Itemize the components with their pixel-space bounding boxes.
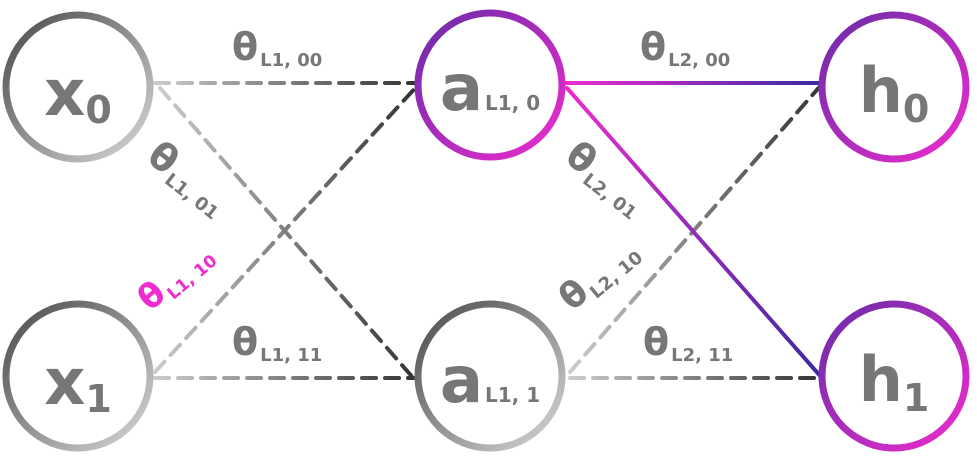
weight-label-l1-01: θL1, 01: [138, 132, 237, 224]
svg-text:aL1, 0: aL1, 0: [440, 52, 540, 126]
edge-x1-a0: [153, 83, 420, 374]
node-a0-sub: L1, 0: [485, 91, 540, 115]
node-x1-letter: x: [44, 346, 85, 420]
edge-x0-a1: [158, 86, 417, 382]
svg-text:x0: x0: [44, 57, 112, 132]
node-x0-sub: 0: [85, 88, 111, 132]
node-a0-ring: [414, 9, 566, 161]
node-h1: h1: [818, 300, 970, 452]
node-a0-letter: a: [440, 52, 483, 126]
edge-a0-h1: [565, 86, 824, 380]
node-x0-letter: x: [44, 57, 85, 131]
weight-label-l2-01: θL2, 01: [556, 132, 655, 224]
node-a1-ring: [414, 300, 566, 452]
node-x1-sub: 1: [85, 377, 111, 421]
weight-label-l2-10: θL2, 10: [551, 230, 647, 320]
node-h1-sub: 1: [903, 376, 929, 420]
svg-text:θL1, 10: θL1, 10: [130, 234, 222, 320]
node-a1-letter: a: [440, 344, 483, 418]
node-h1-letter: h: [859, 343, 903, 416]
connections-layer-1: [153, 81, 420, 382]
node-a1-sub: L1, 1: [485, 383, 540, 407]
edge-a1-h0: [568, 82, 824, 374]
node-h0-letter: h: [859, 54, 903, 127]
node-x0: x0: [2, 11, 154, 163]
svg-text:h0: h0: [859, 54, 930, 131]
svg-text:aL1, 1: aL1, 1: [440, 344, 540, 418]
node-x1: x1: [2, 300, 154, 452]
connections-layer-2: [563, 81, 824, 380]
svg-text:h1: h1: [859, 343, 930, 420]
node-h0-sub: 0: [903, 87, 929, 131]
node-h0-ring: [818, 11, 970, 163]
node-h1-ring: [818, 300, 970, 452]
svg-text:x1: x1: [44, 346, 112, 421]
weight-label-l1-10-highlighted: θL1, 10: [130, 234, 222, 320]
node-h0: h0: [818, 11, 970, 163]
node-x1-ring: [2, 300, 154, 452]
node-x0-ring: [2, 11, 154, 163]
